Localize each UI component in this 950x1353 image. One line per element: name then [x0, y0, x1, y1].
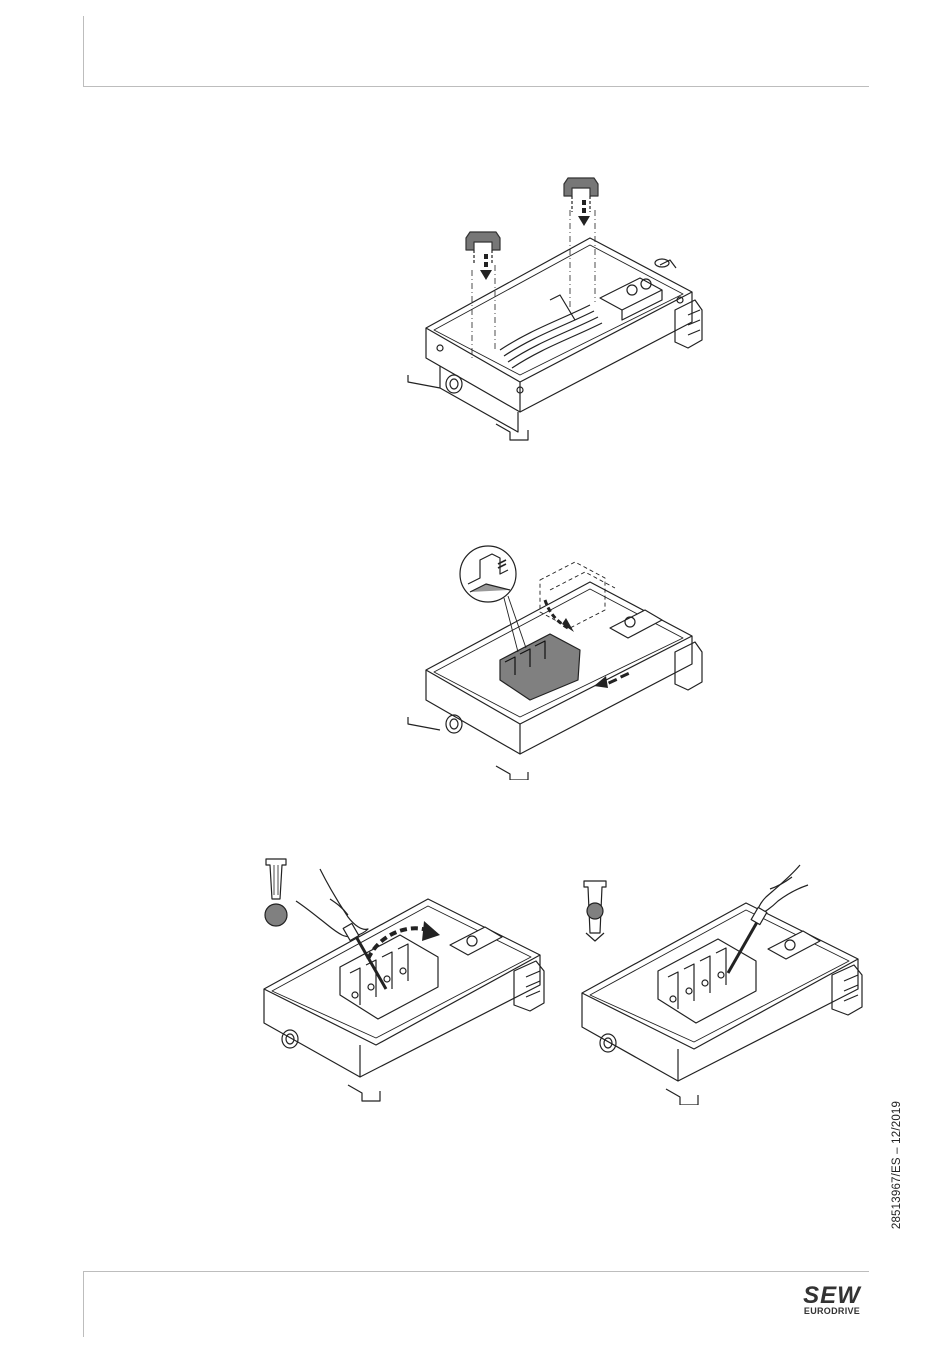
footer-left-rule: [83, 1271, 84, 1337]
sew-eurodrive-logo: SEW EURODRIVE: [796, 1284, 868, 1320]
header-rule: [83, 86, 869, 87]
logo-secondary-text: EURODRIVE: [796, 1306, 868, 1316]
header-left-rule: [83, 16, 84, 86]
footer-rule: [83, 1271, 869, 1272]
figure-screwdriver-open: [250, 855, 560, 1125]
figure-screwdriver-close: [570, 855, 870, 1105]
figure-housing-cable-clips: [400, 170, 710, 445]
document-id: 28513967/ES – 12/2019: [891, 1101, 903, 1229]
figure-housing-terminal-detail: [400, 540, 710, 780]
logo-primary-text: SEW: [796, 1284, 868, 1308]
